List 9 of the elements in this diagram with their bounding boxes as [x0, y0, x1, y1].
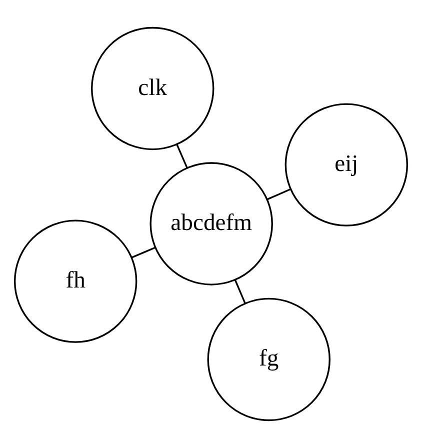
- node-circle: abcdefm: [150, 162, 273, 285]
- node-circle: eij: [284, 102, 408, 226]
- node-circle: clk: [91, 26, 214, 150]
- node-circle: fg: [207, 297, 330, 421]
- connector: [266, 188, 291, 200]
- node-circle: fh: [14, 219, 138, 342]
- connector: [132, 246, 156, 258]
- connector: [176, 144, 188, 168]
- connector: [234, 278, 246, 304]
